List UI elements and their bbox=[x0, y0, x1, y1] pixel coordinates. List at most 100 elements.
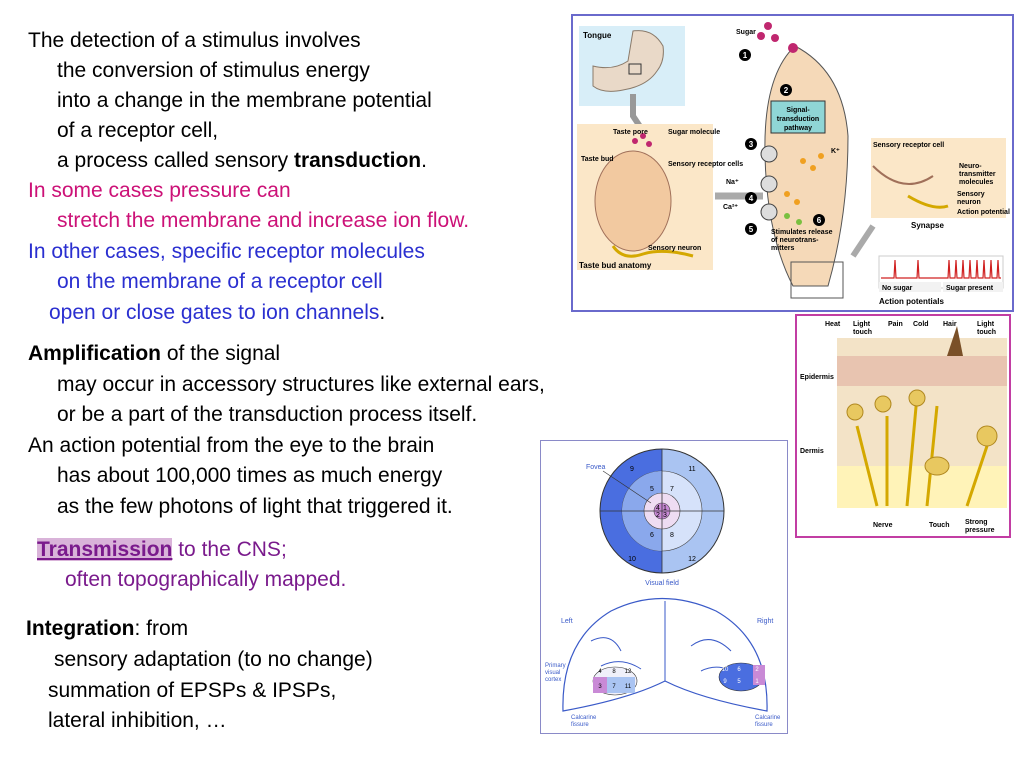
synapse-zoom-box bbox=[790, 261, 844, 299]
label-visual-field: Visual field bbox=[645, 580, 679, 587]
field-11: 11 bbox=[688, 466, 695, 473]
cortex-area: 6 bbox=[737, 667, 741, 673]
cortex-area: 9 bbox=[723, 679, 727, 685]
label-tongue: Tongue bbox=[583, 31, 612, 40]
label-ca: Ca²⁺ bbox=[723, 204, 738, 211]
label-epidermis: Epidermis bbox=[800, 374, 834, 381]
field-7: 7 bbox=[670, 486, 674, 493]
cortex-area: 12 bbox=[625, 669, 632, 675]
label-dermis: Dermis bbox=[800, 448, 824, 455]
text-span: : from bbox=[134, 617, 189, 640]
label-left: Left bbox=[561, 618, 573, 625]
label-action-potential: Action potential bbox=[957, 209, 1010, 216]
label-sugar: Sugar bbox=[736, 29, 756, 36]
label-sensory-receptor-cell: Sensory receptor cell bbox=[873, 142, 944, 149]
label-synapse: Synapse bbox=[911, 221, 944, 230]
taste-bud-shape bbox=[594, 150, 672, 252]
label-right: Right bbox=[757, 618, 773, 625]
field-12: 12 bbox=[688, 556, 696, 563]
text-line: lateral inhibition, … bbox=[48, 709, 227, 732]
keyword-amplification: Amplification bbox=[28, 342, 162, 365]
text-line: may occur in accessory structures like e… bbox=[57, 373, 545, 396]
label-taste-bud: Taste bud bbox=[581, 156, 614, 163]
text-line: into a change in the membrane potential bbox=[57, 89, 432, 112]
action-potential-trace bbox=[881, 259, 1001, 279]
label-cold: Cold bbox=[913, 321, 929, 328]
text-line: a process called sensory transduction. bbox=[57, 149, 427, 173]
label-sugar-present: Sugar present bbox=[946, 285, 994, 292]
sensory-neuron-path bbox=[611, 245, 694, 258]
cortex-area: 10 bbox=[722, 667, 729, 673]
text-line: The detection of a stimulus involves bbox=[28, 29, 361, 52]
text-line: Integration: from bbox=[26, 617, 188, 641]
taste-diagram: Tongue Taste pore Sugar molecule Taste b… bbox=[577, 22, 1010, 306]
label-sensory-neuron: Sensory neuron bbox=[648, 245, 701, 252]
synapse-panel bbox=[871, 138, 1006, 218]
fat-layer bbox=[837, 466, 1007, 508]
label-pain: Pain bbox=[888, 321, 903, 328]
text-line: has about 100,000 times as much energy bbox=[57, 464, 443, 487]
field-6: 6 bbox=[650, 532, 654, 539]
keyword-transmission: Transmission bbox=[37, 538, 173, 561]
text-line: Transmission to the CNS; bbox=[37, 538, 287, 562]
cortex-area: 4 bbox=[598, 669, 602, 675]
field-5: 5 bbox=[650, 486, 654, 493]
field-8: 8 bbox=[670, 532, 674, 539]
text-span: . bbox=[379, 301, 386, 324]
text-line: as the few photons of light that trigger… bbox=[57, 495, 453, 518]
step-1: 1 bbox=[743, 51, 748, 60]
label-nerve: Nerve bbox=[873, 522, 893, 529]
label-hair: Hair bbox=[943, 321, 957, 328]
text-line: In other cases, specific receptor molecu… bbox=[28, 240, 425, 263]
label-heat: Heat bbox=[825, 321, 841, 328]
face-shape bbox=[592, 30, 664, 92]
text-line: In some cases pressure can bbox=[28, 179, 291, 202]
field-10: 10 bbox=[628, 556, 636, 563]
step-3: 3 bbox=[749, 140, 754, 149]
text-line: Amplification of the signal bbox=[28, 342, 280, 366]
field-1: 1 bbox=[663, 505, 667, 512]
label-action-potentials: Action potentials bbox=[879, 297, 944, 306]
field-4: 4 bbox=[656, 505, 660, 512]
label-touch: Touch bbox=[929, 522, 949, 529]
cortex-area: 8 bbox=[612, 669, 616, 675]
text-line: stretch the membrane and increase ion fl… bbox=[57, 209, 470, 232]
field-numbers: 1 2 3 4 5 6 7 8 9 10 11 12 bbox=[628, 466, 696, 563]
label-na: Na⁺ bbox=[726, 179, 739, 186]
field-9: 9 bbox=[630, 466, 634, 473]
text-line: open or close gates to ion channels. bbox=[49, 301, 385, 325]
label-sugar-molecule: Sugar molecule bbox=[668, 129, 720, 136]
right-cortex-map: 10 6 2 9 5 1 bbox=[718, 662, 765, 692]
label-taste-pore: Taste pore bbox=[613, 129, 648, 136]
text-line: the conversion of stimulus energy bbox=[57, 59, 370, 82]
field-3: 3 bbox=[663, 512, 667, 519]
label-fovea: Fovea bbox=[586, 464, 606, 471]
text-line: summation of EPSPs & IPSPs, bbox=[48, 679, 337, 702]
step-2: 2 bbox=[784, 86, 789, 95]
label-receptor-cells: Sensory receptor cells bbox=[668, 161, 743, 168]
step-5: 5 bbox=[749, 225, 754, 234]
text-line: on the membrane of a receptor cell bbox=[57, 270, 383, 293]
text-line: An action potential from the eye to the … bbox=[28, 434, 435, 457]
label-taste-bud-anatomy: Taste bud anatomy bbox=[579, 261, 652, 270]
step-markers: 1 2 3 4 5 6 bbox=[739, 49, 825, 235]
text-span: . bbox=[421, 149, 427, 172]
text-line: or be a part of the transduction process… bbox=[57, 403, 478, 426]
step-6: 6 bbox=[817, 216, 822, 225]
text-span: to the CNS; bbox=[172, 538, 287, 561]
visual-field-figure: 1 2 3 4 5 6 7 8 9 10 11 12 Fovea Visual … bbox=[540, 440, 788, 734]
label-k: K⁺ bbox=[831, 148, 840, 155]
cortex-area: 3 bbox=[598, 684, 602, 690]
epidermis-layer bbox=[837, 356, 1007, 386]
visual-diagram: 1 2 3 4 5 6 7 8 9 10 11 12 Fovea Visual … bbox=[545, 448, 781, 728]
